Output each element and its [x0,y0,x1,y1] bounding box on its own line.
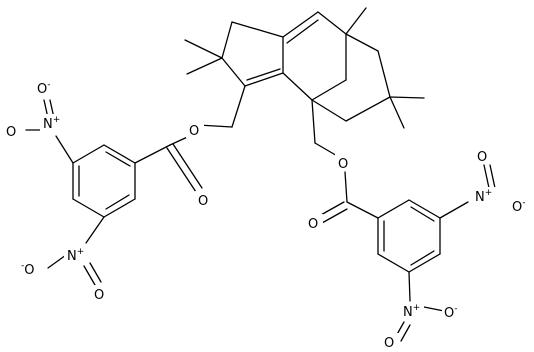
right-ring-bond [408,199,441,219]
ester-bond [134,144,171,164]
nitro-bond [483,164,490,189]
core-ring-bond [317,11,347,35]
bridge-bond [311,79,347,101]
left-ring-bond [72,144,105,164]
nitro-oxygen-label: O [94,288,104,303]
core-ring-bond [244,72,284,87]
methyl-bond [345,7,367,35]
left-ring-bond [103,198,136,218]
core-ring-double-bond [246,68,281,81]
right-ring-bond [377,253,410,273]
ester-bond [344,171,348,203]
right-ring-bond [377,199,410,219]
core-ring-bond [311,99,347,122]
methyl-bond [184,39,223,59]
left-ring-double-bond [105,194,130,210]
nitro-nitrogen-label: N+ [403,303,420,320]
right-ring-double-bond [410,250,435,266]
ester-oxygen-label: O [338,157,348,172]
nitro-nitrogen-label: N+ [475,188,492,205]
left-ring-bond [103,144,136,164]
nitro-oxygen-label: O- [512,198,525,215]
nitro-bond [89,262,102,283]
nitro-oxygen-label: O- [444,304,457,321]
ester-carbonyl-bond [318,201,345,217]
methyl-bond [389,96,405,129]
core-ring-bond [221,21,233,59]
nitro-oxygen-label: O- [37,80,50,97]
nitro-nitrogen-label: N+ [43,115,60,132]
nitro-bond [83,265,96,286]
nitro-bond [439,201,469,219]
core-ring-bond [221,57,246,87]
nitro-oxygen-label: O [6,125,16,140]
nitro-bond [489,164,496,189]
nitro-oxygen-label: O [477,150,487,165]
ester-bond [311,99,316,144]
methyl-bond [186,57,223,75]
core-ring-double-bond [286,19,319,44]
nitro-oxygen-label: -O [21,261,34,278]
core-ring-double-bond [282,11,319,38]
core-ring-bond [282,72,313,101]
carbonyl-oxygen-label: O [308,217,318,232]
left-ring-double-bond [105,151,131,167]
nitro-oxygen-label: O [384,336,394,351]
ester-carbonyl-bond [172,143,203,189]
nitro-bond [400,324,411,342]
nitro-nitrogen-label: N+ [67,247,84,264]
nitro-bond [55,135,74,164]
left-ring-bond [72,198,105,218]
nitro-bond [47,254,67,269]
right-ring-bond [408,253,441,273]
atom-labels: O- N+ O -O N+ O O O O O N+ O O- N+ O- [4,79,534,351]
core-ring-bond [345,96,391,122]
core-ring-bond [345,33,379,52]
methyl-bond [389,96,425,99]
core-ring-bond [231,85,246,128]
ester-carbonyl-bond [166,147,197,193]
nitro-bond [85,216,105,244]
core-ring-bond [231,21,284,38]
ester-carbonyl-bond [321,208,348,224]
nitro-bond [408,271,411,302]
carbonyl-oxygen-label: O [198,194,208,209]
right-ring-double-bond [410,206,435,222]
ester-oxygen-label: O [189,124,199,139]
ester-bond [346,201,379,219]
nitro-bond [423,306,445,312]
core-ring-bond [377,50,391,98]
